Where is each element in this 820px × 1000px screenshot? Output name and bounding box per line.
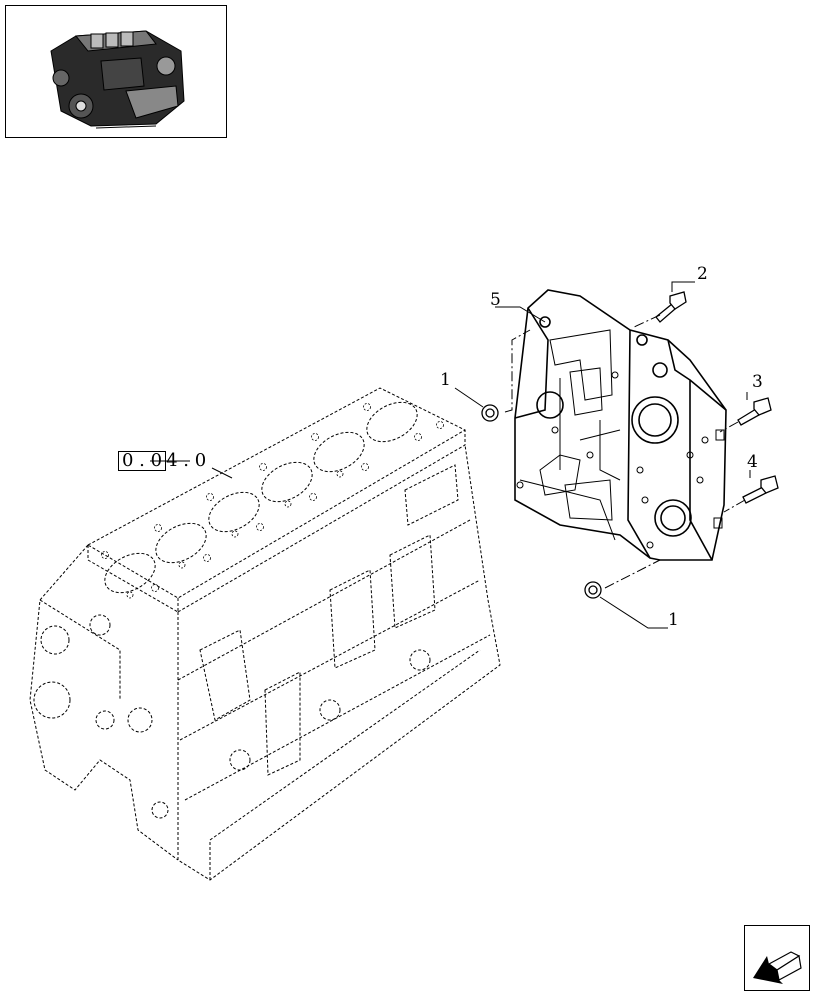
engine-block-phantom [29, 387, 501, 881]
bolt-3 [737, 397, 772, 426]
cross-reference-boxed: 0 . 0 [118, 451, 167, 471]
callout-3: 3 [752, 372, 763, 392]
callout-5: 5 [490, 290, 501, 310]
callout-1-upper: 1 [440, 370, 451, 390]
cross-reference-rest: 4 . 0 [166, 450, 207, 471]
plug-upper [481, 404, 499, 422]
housing-details [516, 329, 725, 549]
callout-1-lower: 1 [668, 610, 679, 630]
bolt-4 [742, 475, 779, 504]
timing-gear-housing [514, 289, 727, 561]
callout-2: 2 [697, 264, 708, 284]
next-page-button[interactable] [744, 925, 810, 991]
engine-thumbnail-icon [50, 30, 185, 129]
callout-4: 4 [747, 452, 758, 472]
deck-bolt-holes [101, 403, 444, 599]
alignment-lines [504, 314, 746, 589]
bolt-2 [655, 291, 687, 323]
engine-thumbnail [5, 5, 227, 138]
plug-lower [584, 581, 602, 599]
next-page-arrow-icon [753, 951, 802, 984]
leader-lines [150, 281, 751, 629]
